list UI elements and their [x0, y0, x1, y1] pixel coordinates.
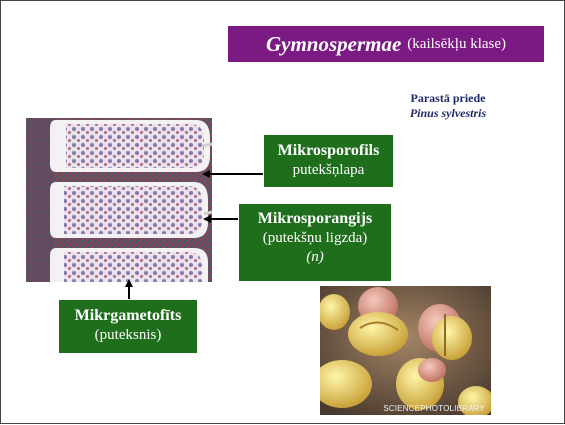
photo-credit: SCIENCEPHOTOLIBRARY	[383, 404, 485, 413]
microsporophyll-label: Mikrosporofils putekšņlapa	[264, 135, 393, 187]
microgametophyte-name: Mikrgametofīts	[75, 307, 182, 324]
slide-title: Gymnospermae (kailsēkļu klase)	[228, 26, 544, 62]
microsporangium-label: Mikrosporangijs (putekšņu ligzda) (n)	[239, 204, 391, 281]
micrograph-illustration	[26, 118, 212, 282]
microsporangium-name: Mikrosporangijs	[258, 210, 372, 227]
pollen-illustration	[320, 286, 491, 415]
title-subtitle: (kailsēkļu klase)	[407, 36, 506, 53]
microsporophyll-desc: putekšņlapa	[293, 162, 365, 178]
pollen-photo: SCIENCEPHOTOLIBRARY	[320, 286, 491, 415]
microsporangium-desc: (putekšņu ligzda)	[263, 230, 368, 246]
species-caption: Parastā priede Pinus sylvestris	[363, 91, 533, 121]
microgametophyte-desc: (puteksnis)	[95, 327, 162, 343]
title-main: Gymnospermae	[266, 32, 401, 57]
microsporophyll-name: Mikrosporofils	[278, 142, 380, 159]
species-common-name: Parastā priede	[363, 91, 533, 106]
species-latin-name: Pinus sylvestris	[363, 106, 533, 121]
micrograph-image	[26, 118, 212, 282]
microsporangium-ploidy: (n)	[306, 249, 324, 265]
microgametophyte-label: Mikrgametofīts (puteksnis)	[59, 300, 197, 353]
